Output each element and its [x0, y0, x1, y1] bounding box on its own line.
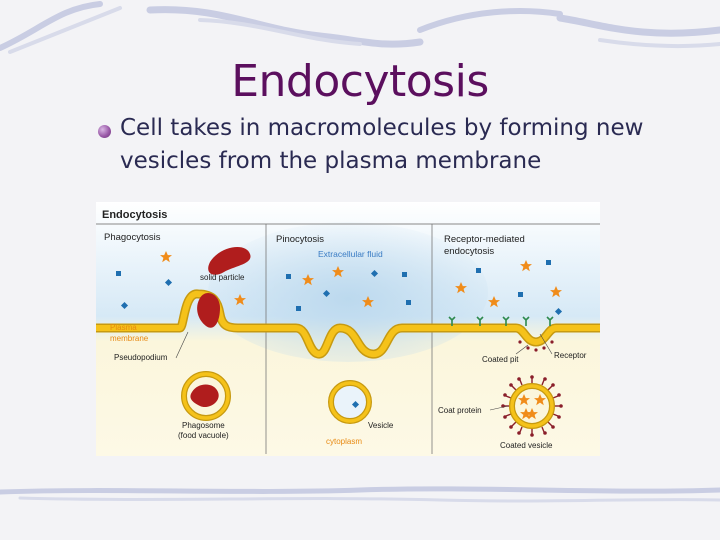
bottom-decoration [0, 486, 720, 503]
receptor-mediated-title-line2: endocytosis [444, 246, 494, 257]
bullet-text: Cell takes in macromolecules by forming … [120, 115, 644, 174]
coated-pit-label: Coated pit [482, 355, 519, 364]
molecule-square [518, 292, 523, 297]
molecule-square [116, 271, 121, 276]
coat-protein-pointer [489, 405, 509, 411]
phagosome-label-line1: Phagosome [182, 421, 225, 430]
endocytosis-diagram: Endocytosis Phagocytosis Pinocytosis Ext… [91, 202, 605, 456]
phagosome-label-line2: (food vacuole) [178, 431, 229, 440]
pseudopodium-pointer [175, 331, 189, 359]
figure-heading: Endocytosis [102, 209, 167, 221]
receptor-mediated-title-line1: Receptor-mediated [444, 234, 525, 245]
coat-protein-bristles [518, 340, 554, 352]
molecule-diamond [120, 301, 129, 310]
coated-vesicle [501, 375, 563, 437]
phagocytosis-title: Phagocytosis [104, 232, 161, 243]
extracellular-fluid-label: Extracellular fluid [318, 249, 383, 259]
plasma-membrane-label-line2: membrane [110, 334, 149, 343]
slide-title: Endocytosis [231, 56, 489, 107]
endocytosis-figure: Endocytosis Phagocytosis Pinocytosis Ext… [91, 202, 605, 456]
coated-vesicle-label: Coated vesicle [500, 441, 553, 450]
molecule-diamond [370, 269, 379, 278]
molecule-diamond [322, 289, 331, 298]
receptor-pointer [539, 333, 553, 355]
solid-particle-shape [208, 247, 251, 275]
engulfed-particle [197, 293, 220, 328]
receptors [448, 316, 554, 326]
vesicle-molecule [351, 400, 360, 409]
phagosome-particle [190, 384, 219, 408]
coated-pit-pointer [515, 344, 529, 355]
plasma-membrane-label-line1: Plasma [110, 323, 137, 332]
molecule-square [476, 268, 481, 273]
phagosome-membrane-inner [182, 372, 230, 420]
vesicle-label: Vesicle [368, 421, 394, 430]
pinocytosis-title: Pinocytosis [276, 234, 324, 245]
molecule-square [286, 274, 291, 279]
solid-particle-label: solid particle [200, 273, 245, 282]
receptor-label: Receptor [554, 351, 587, 360]
molecule-diamond [554, 307, 563, 316]
vesicle-membrane-inner [329, 381, 371, 423]
molecule-square [296, 306, 301, 311]
molecule-diamond [164, 278, 173, 287]
bullet-icon [98, 125, 111, 138]
molecule-square [406, 300, 411, 305]
top-decoration [0, 1, 720, 54]
cytoplasm-label: cytoplasm [326, 437, 362, 446]
molecule-square [402, 272, 407, 277]
pseudopodium-label: Pseudopodium [114, 353, 168, 362]
molecule-square [546, 260, 551, 265]
coat-protein-label: Coat protein [438, 406, 482, 415]
